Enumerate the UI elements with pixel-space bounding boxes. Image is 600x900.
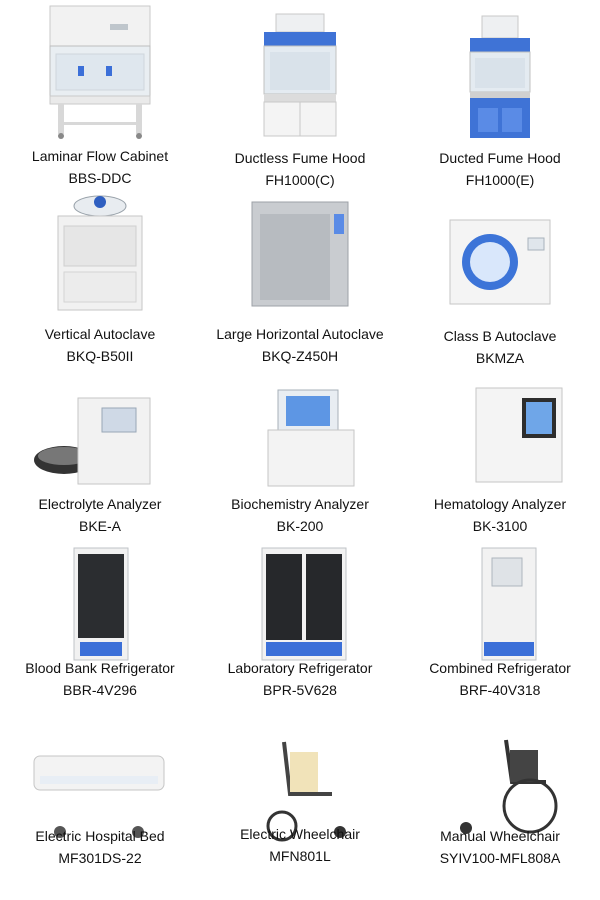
product-name: Large Horizontal Autoclave xyxy=(216,326,384,342)
product-name: Electric Hospital Bed xyxy=(35,828,165,844)
product-card[interactable]: Laminar Flow Cabinet BBS-DDC xyxy=(0,0,200,186)
hematology-analyzer-icon xyxy=(420,364,580,500)
product-card[interactable]: Ductless Fume Hood FH1000(C) xyxy=(200,0,400,188)
product-card[interactable]: Electric Wheelchair MFN801L xyxy=(200,720,400,900)
product-model: BKMZA xyxy=(475,350,525,366)
product-card[interactable]: Ducted Fume Hood FH1000(E) xyxy=(400,0,600,188)
product-card[interactable]: Class B Autoclave BKMZA xyxy=(400,180,600,366)
blood-bank-refrigerator-icon xyxy=(20,544,180,680)
biochemistry-analyzer-icon xyxy=(220,364,380,500)
product-name: Vertical Autoclave xyxy=(44,326,156,342)
product-model: MFN801L xyxy=(269,848,331,864)
product-card[interactable]: Large Horizontal Autoclave BKQ-Z450H xyxy=(200,180,400,364)
product-model: BKE-A xyxy=(78,518,121,534)
product-model: SYIV100-MFL808A xyxy=(439,850,561,866)
product-card[interactable]: Blood Bank Refrigerator BBR-4V296 xyxy=(0,540,200,720)
product-card[interactable]: Laboratory Refrigerator BPR-5V628 xyxy=(200,540,400,720)
product-name: Hematology Analyzer xyxy=(433,496,567,512)
ducted-fume-hood-icon xyxy=(420,4,580,140)
product-name: Electric Wheelchair xyxy=(240,826,360,842)
product-model: BBR-4V296 xyxy=(63,682,137,698)
product-card[interactable]: Hematology Analyzer BK-3100 xyxy=(400,360,600,540)
product-card[interactable]: Electric Hospital Bed MF301DS-22 xyxy=(0,720,200,900)
product-name: Electrolyte Analyzer xyxy=(38,496,162,512)
class-b-autoclave-icon xyxy=(420,184,580,320)
hospital-bed-icon xyxy=(20,724,180,860)
product-model: FH1000(E) xyxy=(465,172,535,188)
product-name: Laminar Flow Cabinet xyxy=(31,148,169,164)
product-card[interactable]: Manual Wheelchair SYIV100-MFL808A xyxy=(400,720,600,900)
product-name: Ducted Fume Hood xyxy=(439,150,561,166)
electric-wheelchair-icon xyxy=(220,724,380,860)
ductless-fume-hood-icon xyxy=(220,4,380,140)
horizontal-autoclave-icon xyxy=(220,184,380,320)
product-card[interactable]: Combined Refrigerator BRF-40V318 xyxy=(400,540,600,720)
product-model: BBS-DDC xyxy=(68,170,132,186)
product-name: Laboratory Refrigerator xyxy=(227,660,373,676)
product-name: Class B Autoclave xyxy=(443,328,557,344)
laboratory-refrigerator-icon xyxy=(220,544,380,680)
product-model: MF301DS-22 xyxy=(58,850,142,866)
laminar-flow-cabinet-icon xyxy=(20,4,180,140)
product-name: Combined Refrigerator xyxy=(429,660,571,676)
product-model: BKQ-B50II xyxy=(66,348,134,364)
combined-refrigerator-icon xyxy=(420,544,580,680)
product-card[interactable]: Vertical Autoclave BKQ-B50II xyxy=(0,180,200,364)
product-name: Biochemistry Analyzer xyxy=(231,496,369,512)
product-card[interactable]: Electrolyte Analyzer BKE-A xyxy=(0,360,200,540)
manual-wheelchair-icon xyxy=(420,724,580,860)
vertical-autoclave-icon xyxy=(20,184,180,320)
electrolyte-analyzer-icon xyxy=(20,364,180,500)
product-model: BKQ-Z450H xyxy=(261,348,339,364)
product-card[interactable]: Biochemistry Analyzer BK-200 xyxy=(200,360,400,540)
product-model: BPR-5V628 xyxy=(263,682,337,698)
product-name: Ductless Fume Hood xyxy=(234,150,366,166)
product-name: Manual Wheelchair xyxy=(440,828,560,844)
product-model: BK-3100 xyxy=(472,518,528,534)
product-model: BK-200 xyxy=(276,518,324,534)
product-name: Blood Bank Refrigerator xyxy=(25,660,175,676)
product-model: BRF-40V318 xyxy=(459,682,541,698)
product-model: FH1000(C) xyxy=(265,172,335,188)
